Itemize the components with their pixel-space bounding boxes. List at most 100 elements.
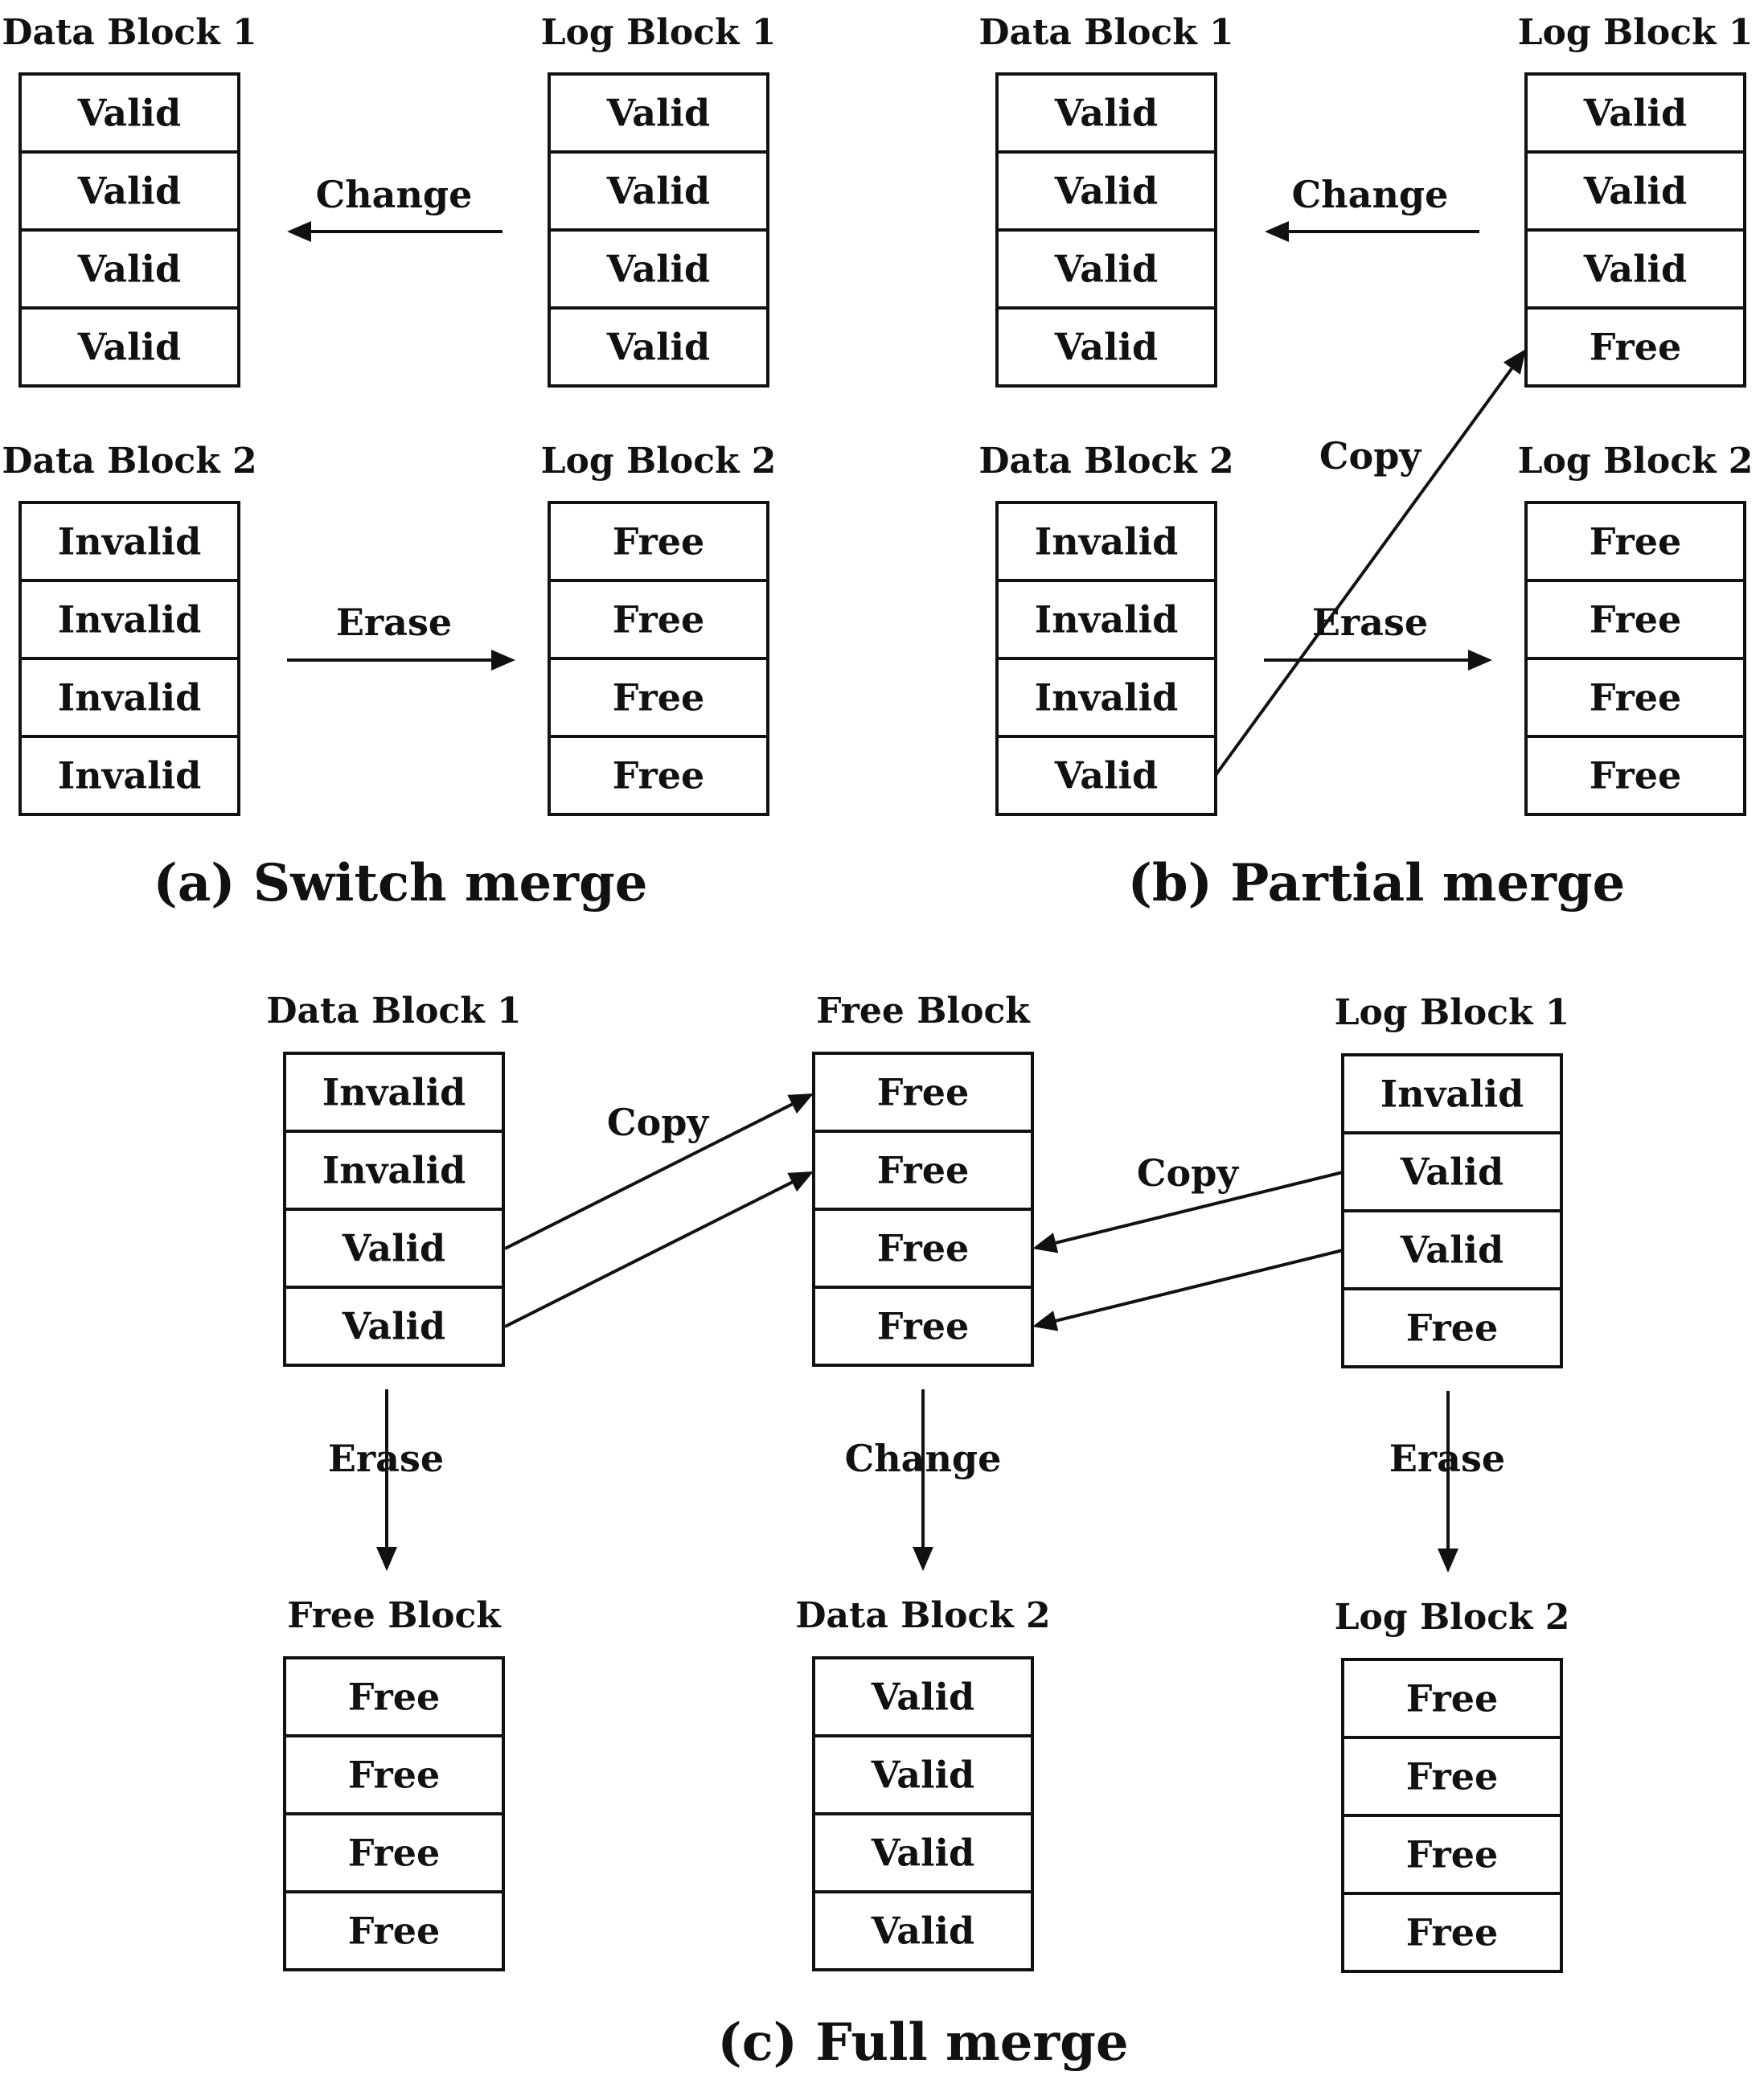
block-cell — [548, 306, 769, 388]
block-cell — [812, 1286, 1034, 1367]
block-cell — [1524, 228, 1746, 310]
block-cell-label: Valid — [342, 1305, 445, 1348]
block-cell-label: Valid — [342, 1227, 445, 1270]
panel-c-change-arrow — [913, 1389, 933, 1571]
arrow-shaft — [504, 1102, 794, 1250]
block-cell-label: Valid — [1054, 248, 1158, 291]
block-cell-label: Valid — [1054, 92, 1158, 135]
arrow-shaft — [1214, 367, 1513, 777]
block-title: Log Block 1 — [1335, 992, 1570, 1033]
block-cell-label: Invalid — [322, 1071, 466, 1114]
block-cell — [1524, 150, 1746, 232]
block-cell — [283, 1286, 505, 1367]
block-cell-label: Valid — [1054, 754, 1158, 798]
panel-c-copy-label-right: Copy — [1137, 1151, 1239, 1195]
block-cell-label: Free — [1590, 676, 1682, 720]
block-cell-label: Free — [1406, 1911, 1499, 1955]
block-cell — [995, 306, 1217, 388]
block-cell — [995, 228, 1217, 310]
block-cell-label: Free — [1406, 1833, 1499, 1877]
block-cell-label: Valid — [871, 1910, 974, 1953]
block-cell-label: Invalid — [1035, 598, 1179, 642]
panel-c-copy-arrow-4 — [1032, 1249, 1344, 1331]
block-cell-label: Free — [348, 1676, 441, 1719]
block-title: Free Block — [287, 1595, 502, 1636]
block-cell-label: Free — [877, 1149, 970, 1192]
block-cell-label: Invalid — [58, 520, 202, 564]
block-cell — [812, 1812, 1034, 1893]
block-cell — [812, 1734, 1034, 1815]
block-cell-label: Valid — [77, 92, 181, 135]
block-cell-label: Free — [1590, 326, 1682, 369]
panel-b-copy-arrow — [1214, 349, 1526, 777]
block-cell-label: Valid — [606, 248, 710, 291]
panel-b-erase-label: Erase — [1312, 601, 1428, 644]
panel-c-copy-label-left: Copy — [607, 1101, 709, 1144]
block-cell-label: Invalid — [322, 1149, 466, 1192]
block-cell-label: Valid — [77, 248, 181, 291]
block-cell — [283, 1734, 505, 1815]
block-cell — [18, 72, 240, 154]
block-cell-label: Free — [348, 1832, 441, 1875]
block-cell-label: Free — [613, 598, 705, 642]
panel-c-copy-arrow-2 — [504, 1171, 814, 1328]
block-cell — [995, 657, 1217, 738]
arrow-shaft — [1055, 1249, 1344, 1323]
block-cell — [995, 72, 1217, 154]
panel-c-copy-arrow-3 — [1032, 1171, 1344, 1253]
panel-c-erase-label-left: Erase — [328, 1437, 444, 1480]
block-cell-label: Free — [1590, 598, 1682, 642]
block-cell — [1341, 1892, 1563, 1973]
caption-full-merge: (c) Full merge — [717, 2012, 1128, 2073]
block-cell-label: Free — [613, 520, 705, 564]
block-cell — [1341, 1658, 1563, 1739]
block-cell-label: Invalid — [58, 676, 202, 720]
panel-a-change-arrow — [287, 221, 503, 242]
block-cell — [548, 150, 769, 232]
arrowhead — [491, 650, 515, 671]
block-cell-label: Valid — [77, 170, 181, 213]
block-cell — [18, 306, 240, 388]
arrowhead — [376, 1547, 397, 1571]
caption-switch-merge: (a) Switch merge — [154, 853, 648, 913]
panel-b-change-arrow — [1265, 221, 1479, 242]
block-cell-label: Invalid — [1035, 676, 1179, 720]
block-cell — [548, 735, 769, 816]
block-cell-label: Valid — [1054, 326, 1158, 369]
panel-a-erase-arrow — [287, 650, 515, 671]
block-title: Data Block 2 — [795, 1595, 1050, 1636]
block-cell-label: Free — [877, 1071, 970, 1114]
panel-a-change-label: Change — [316, 173, 473, 216]
block-title: Data Block 2 — [2, 441, 256, 482]
arrowhead — [787, 1093, 814, 1114]
block-cell — [812, 1890, 1034, 1971]
panel-c-copy-arrow-1 — [504, 1093, 814, 1250]
arrowhead — [913, 1547, 933, 1571]
block-cell-label: Free — [348, 1910, 441, 1953]
block-cell — [995, 735, 1217, 816]
panel-b-copy-label: Copy — [1319, 434, 1421, 478]
block-cell-label: Free — [1406, 1677, 1499, 1721]
block-cell — [1524, 735, 1746, 816]
panel-c-erase-arrow-right — [1438, 1391, 1458, 1573]
block-cell-label: Valid — [1400, 1151, 1504, 1194]
block-cell-label: Valid — [1400, 1229, 1504, 1272]
block-cell — [1524, 72, 1746, 154]
arrowhead — [1503, 349, 1526, 375]
block-cell — [995, 150, 1217, 232]
block-cell — [812, 1052, 1034, 1133]
arrows-layer — [287, 221, 1526, 1573]
panel-b-change-label: Change — [1292, 173, 1449, 216]
arrow-shaft — [1055, 1171, 1344, 1245]
